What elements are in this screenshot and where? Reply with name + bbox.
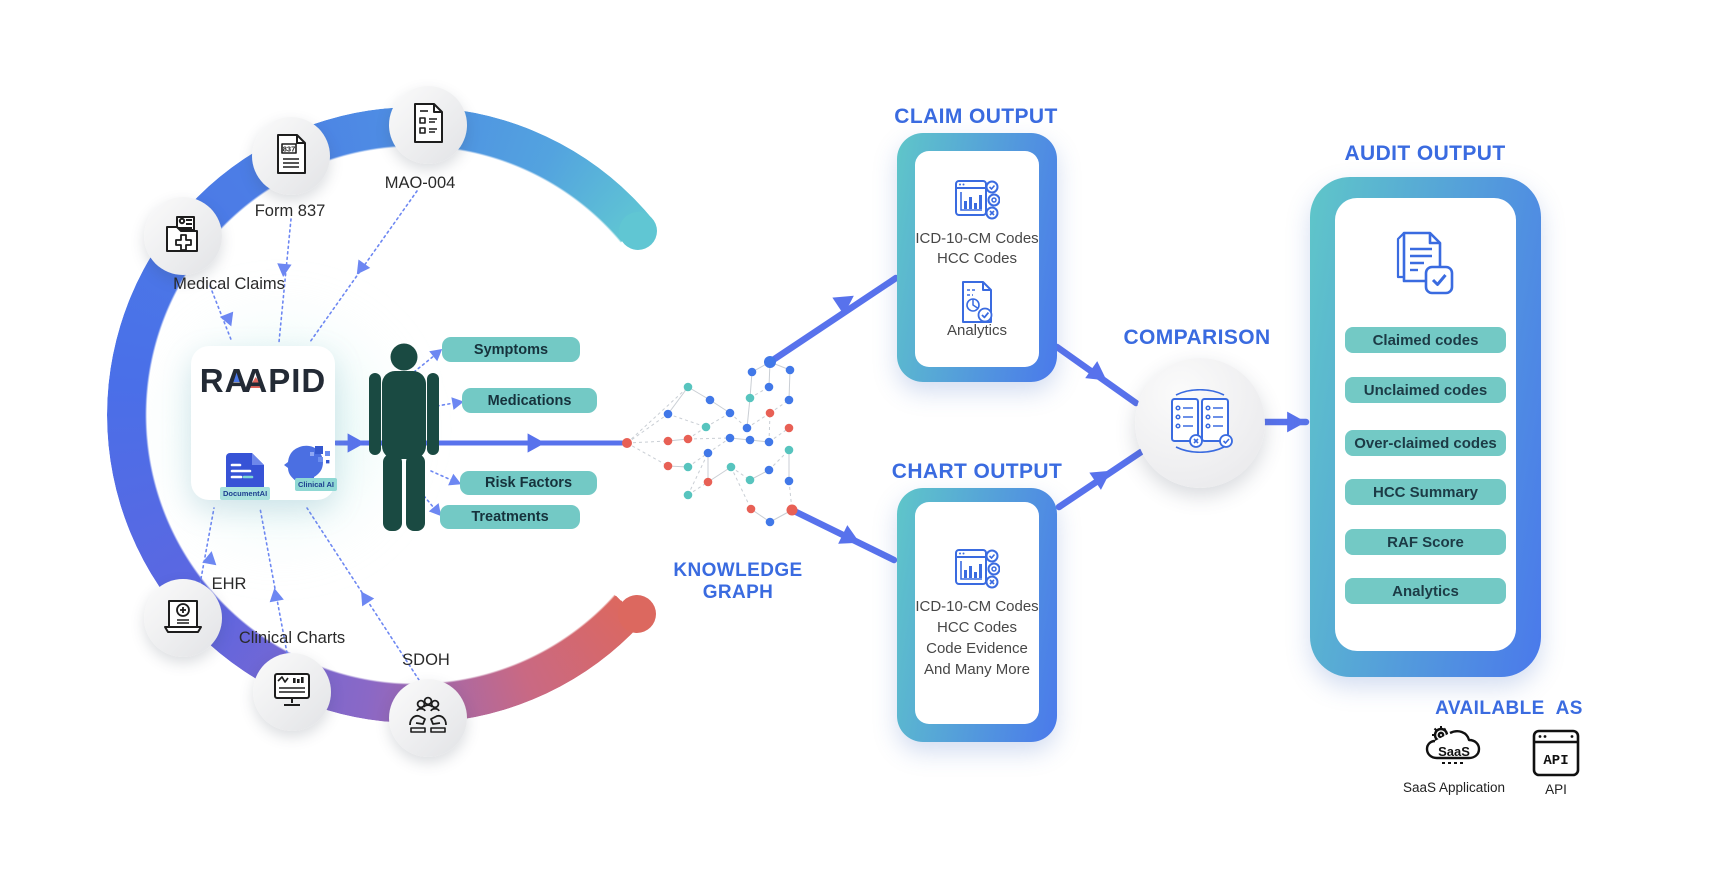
saas-cloud-icon: SaaS — [1424, 723, 1484, 786]
sdoh-node — [389, 679, 467, 757]
clinical-charts-monitor-icon — [270, 669, 314, 716]
chart-output-codes-text: ICD-10-CM Codes HCC Codes Code Evidence … — [915, 598, 1039, 678]
mao-004-label: MAO-004 — [384, 174, 456, 192]
ehr-node — [144, 579, 222, 657]
clinical-ai-label: Clinical AI — [295, 478, 337, 491]
analytics-pill: Analytics — [1345, 578, 1506, 604]
claim-analytics-label: Analytics — [946, 322, 1008, 339]
logo-letter-a2: A — [243, 362, 269, 399]
coding-results-icon — [954, 546, 1001, 597]
logo-letters-pid: PID — [268, 362, 327, 399]
api-label: API — [1545, 782, 1567, 797]
hcc-summary-pill: HCC Summary — [1345, 479, 1506, 505]
comparison-node — [1135, 358, 1265, 488]
medical-claims-folder-icon — [162, 213, 204, 260]
medical-claims-label: Medical Claims — [173, 275, 285, 293]
svg-text:SaaS: SaaS — [1438, 744, 1470, 759]
ring-cap-bottom — [618, 595, 656, 633]
chart-output-box: ICD-10-CM Codes HCC Codes Code Evidence … — [897, 488, 1057, 742]
compare-documents-icon — [1160, 388, 1240, 458]
patient-figure-icon — [369, 342, 439, 537]
ring-cap-top — [619, 212, 657, 250]
over-claimed-codes-pill: Over-claimed codes — [1345, 430, 1506, 456]
raf-score-pill: RAF Score — [1345, 529, 1506, 555]
clinical-charts-label: Clinical Charts — [238, 629, 346, 647]
saas-application-label: SaaS Application — [1402, 780, 1506, 795]
form-837-label: Form 837 — [254, 202, 326, 220]
mao-004-node — [389, 86, 467, 164]
analytics-document-icon — [957, 280, 997, 329]
audit-report-icon — [1390, 229, 1458, 302]
claimed-codes-pill: Claimed codes — [1345, 327, 1506, 353]
treatments-pill: Treatments — [440, 505, 580, 529]
api-window-icon: API — [1532, 729, 1582, 784]
ehr-label: EHR — [211, 575, 247, 593]
sdoh-label: SDOH — [402, 651, 450, 669]
claim-output-codes-text: ICD-10-CM Codes HCC Codes — [915, 230, 1039, 267]
medications-pill: Medications — [462, 388, 597, 413]
sdoh-hands-icon — [406, 695, 450, 742]
symptoms-pill: Symptoms — [442, 337, 580, 362]
claim-output-box: ICD-10-CM Codes HCC Codes Analytics — [897, 133, 1057, 382]
comparison-title: COMPARISON — [1123, 326, 1271, 349]
document-ai-label: DocumentAI — [220, 487, 271, 500]
mao-004-checklist-icon — [408, 101, 448, 150]
chart-output-title: CHART OUTPUT — [891, 460, 1063, 483]
medical-claims-node — [144, 197, 222, 275]
available-as-title: AVAILABLE AS — [1435, 698, 1583, 719]
knowledge-graph-label: KNOWLEDGE GRAPH — [673, 560, 803, 603]
clinical-ai-icon: Clinical AI — [279, 444, 337, 499]
form-837-document-icon: 837 — [271, 132, 311, 181]
unclaimed-codes-pill: Unclaimed codes — [1345, 377, 1506, 403]
clinical-charts-node — [253, 653, 331, 731]
risk-factors-pill: Risk Factors — [460, 471, 597, 495]
audit-output-box: Claimed codes Unclaimed codes Over-claim… — [1310, 177, 1541, 677]
svg-text:837: 837 — [283, 144, 296, 153]
ehr-laptop-icon — [161, 595, 205, 642]
document-ai-icon: DocumentAI — [220, 451, 271, 500]
form-837-node: 837 — [252, 117, 330, 195]
svg-text:API: API — [1543, 753, 1568, 769]
logo-letter-a1: A — [224, 362, 250, 399]
audit-output-title: AUDIT OUTPUT — [1344, 142, 1506, 165]
claim-output-title: CLAIM OUTPUT — [894, 105, 1058, 128]
logo-letter-r: R — [199, 362, 225, 399]
coding-results-icon — [954, 177, 1001, 228]
chart-output-card — [915, 502, 1039, 724]
